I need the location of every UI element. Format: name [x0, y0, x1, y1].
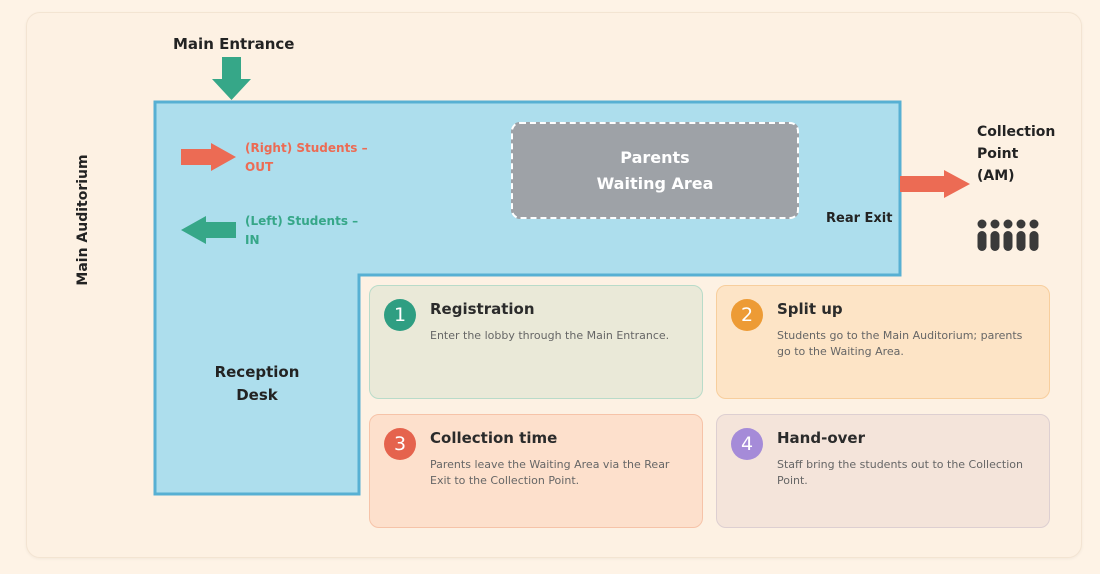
- main-auditorium-label: Main Auditorium: [75, 154, 91, 286]
- students-out-label: (Right) Students – OUT: [245, 139, 375, 177]
- step-description: Enter the lobby through the Main Entranc…: [430, 329, 670, 342]
- step-description: Parents leave the Waiting Area via the R…: [430, 458, 670, 487]
- collection-line3: (AM): [977, 168, 1015, 184]
- students-out-line1: (Right) Students –: [245, 141, 368, 155]
- students-in-line2: IN: [245, 233, 260, 247]
- rear-exit-label: Rear Exit: [826, 211, 893, 226]
- step-number-badge: 4: [731, 428, 763, 460]
- in-arrow-icon: [181, 216, 236, 244]
- reception-line1: Reception: [214, 363, 300, 381]
- students-in-label: (Left) Students – IN: [245, 212, 375, 250]
- step-card-collection-time: 3 Collection time Parents leave the Wait…: [369, 414, 703, 528]
- step-title: Collection time: [430, 429, 558, 447]
- step-description: Students go to the Main Auditorium; pare…: [777, 329, 1023, 358]
- reception-line2: Desk: [236, 386, 278, 404]
- students-out-line2: OUT: [245, 160, 274, 174]
- students-in-line1: (Left) Students –: [245, 214, 359, 228]
- exit-arrow-icon: [900, 170, 970, 198]
- waiting-area-line1: Parents: [620, 147, 690, 167]
- collection-line2: Point: [977, 146, 1019, 162]
- step-number-badge: 3: [384, 428, 416, 460]
- step-title: Split up: [777, 300, 843, 318]
- people-group-icon: [977, 219, 1039, 251]
- step-title: Registration: [430, 300, 535, 318]
- step-card-registration: 1 Registration Enter the lobby through t…: [369, 285, 703, 399]
- main-entrance-label: Main Entrance: [173, 35, 295, 53]
- step-card-hand-over: 4 Hand-over Staff bring the students out…: [716, 414, 1050, 528]
- step-number-badge: 1: [384, 299, 416, 331]
- step-card-split-up: 2 Split up Students go to the Main Audit…: [716, 285, 1050, 399]
- step-description: Staff bring the students out to the Coll…: [777, 458, 1023, 487]
- step-number-badge: 2: [731, 299, 763, 331]
- step-title: Hand-over: [777, 429, 865, 447]
- parents-waiting-area: Parents Waiting Area: [511, 122, 799, 219]
- entrance-arrow-icon: [212, 57, 251, 100]
- waiting-area-line2: Waiting Area: [596, 173, 714, 193]
- collection-point-label: Collection Point (AM): [977, 121, 1055, 187]
- collection-line1: Collection: [977, 124, 1056, 140]
- reception-desk-label: Reception Desk: [200, 361, 314, 407]
- out-arrow-icon: [181, 143, 236, 171]
